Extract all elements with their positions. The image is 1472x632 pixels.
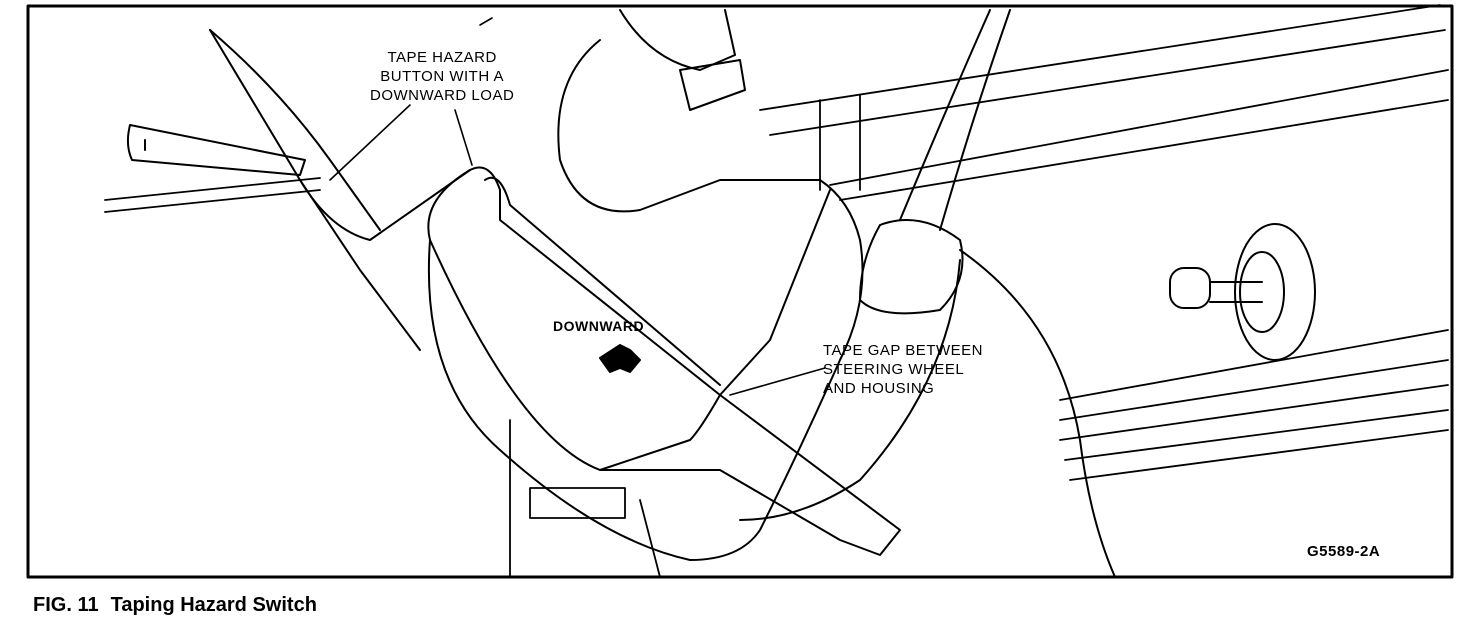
figure-number: FIG. 11 (33, 594, 99, 616)
callout-tape-gap: TAPE GAP BETWEEN STEERING WHEEL AND HOUS… (823, 341, 983, 398)
downward-arrow-icon (599, 344, 641, 373)
figure-code: G5589-2A (1307, 543, 1381, 560)
figure-title: Taping Hazard Switch (110, 594, 317, 616)
steering-wheel-hub (619, 9, 746, 111)
callout-line: BUTTON WITH A (380, 68, 504, 85)
wiring-conduit (859, 9, 1116, 578)
dashboard-rails (104, 4, 1449, 578)
dash-knob (1169, 223, 1316, 361)
leader-lines (329, 17, 826, 396)
callout-line: TAPE HAZARD (387, 49, 497, 66)
turn-signal-lever (126, 124, 306, 176)
callout-line: AND HOUSING (823, 380, 935, 397)
callout-downward: DOWNWARD (553, 318, 645, 334)
callout-line: TAPE GAP BETWEEN (823, 342, 983, 359)
callout-tape-hazard: TAPE HAZARD BUTTON WITH A DOWNWARD LOAD (370, 48, 514, 105)
steering-column (209, 29, 471, 351)
figure-caption: FIG. 11 Taping Hazard Switch (33, 594, 329, 617)
column-housing (427, 39, 961, 561)
figure-frame (26, 4, 1454, 579)
callout-line: DOWNWARD LOAD (370, 87, 515, 104)
callout-line: STEERING WHEEL (823, 361, 965, 378)
